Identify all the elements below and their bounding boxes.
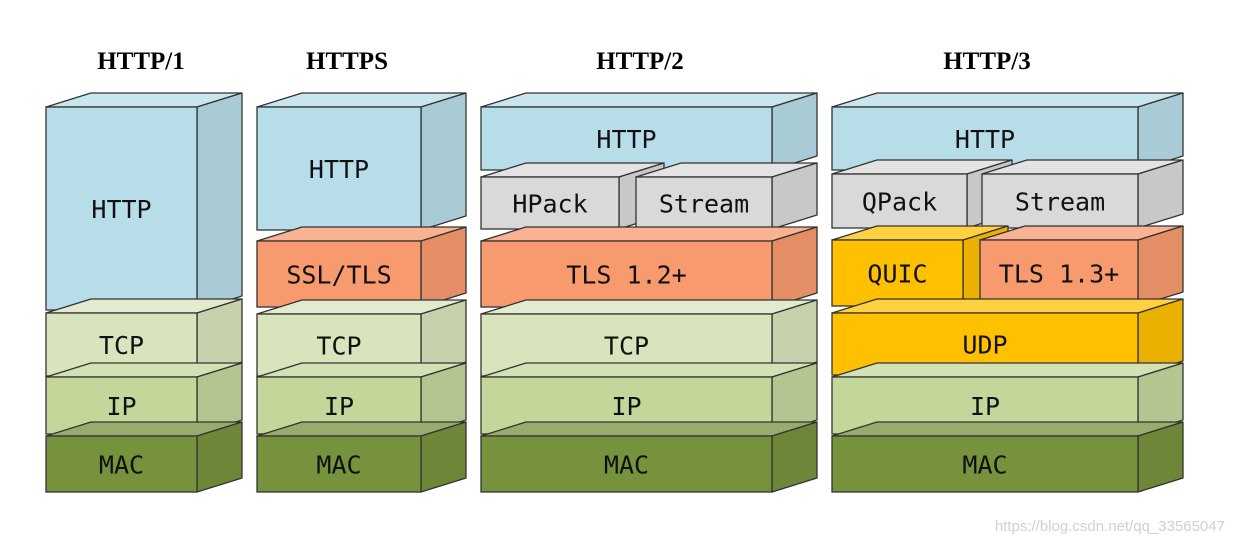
https-layer-http-front-face <box>256 106 422 231</box>
http2-layer-http: HTTP <box>480 92 818 171</box>
http1-layer-http-side-face <box>196 92 243 311</box>
http1-layer-http-label: HTTP <box>91 195 151 224</box>
http3-layer-http-top-face <box>831 92 1184 108</box>
http3-layer-tls-side-face <box>1137 225 1184 307</box>
http3-layer-stream: Stream <box>981 159 1184 229</box>
http3-layer-tls-label: TLS 1.3+ <box>999 260 1119 289</box>
http2-layer-hpack-front-face <box>480 176 620 230</box>
http2-layer-ip-top-face <box>480 362 818 378</box>
http2-layer-stream-label: Stream <box>659 190 749 219</box>
https-layer-mac-front-face <box>256 435 422 493</box>
stack-title-http2: HTTP/2 <box>596 48 684 75</box>
http3-layer-mac-top-face <box>831 421 1184 437</box>
https-layer-ssl-tls-side-face <box>420 226 467 308</box>
http3-layer-stream-front-face <box>981 173 1139 229</box>
http2-layer-mac-top-face <box>480 421 818 437</box>
http3-layer-http: HTTP <box>831 92 1184 171</box>
http1-layer-http-front-face <box>45 106 198 311</box>
http2-layer-ip-label: IP <box>611 392 641 421</box>
http2-layer-tls-label: TLS 1.2+ <box>566 261 686 290</box>
http2-layer-tls-top-face <box>480 226 818 242</box>
https-layer-tcp: TCP <box>256 299 467 377</box>
http3-layer-mac-label: MAC <box>962 451 1007 480</box>
http3-layer-http-side-face <box>1137 92 1184 171</box>
http3-layer-stream-label: Stream <box>1015 188 1105 217</box>
http3-layer-ip-top-face <box>831 362 1184 378</box>
http3-layer-quic-label: QUIC <box>867 260 927 289</box>
https-layer-http-side-face <box>420 92 467 231</box>
http3-layer-qpack-label: QPack <box>862 188 937 217</box>
http1-layer-mac: MAC <box>45 421 243 493</box>
http2-layer-http-label: HTTP <box>596 125 656 154</box>
http1-layer-http: HTTP <box>45 92 243 311</box>
http2-layer-http-side-face <box>771 92 818 171</box>
watermark: https://blog.csdn.net/qq_33565047 <box>994 518 1225 535</box>
https-layer-http-label: HTTP <box>309 155 369 184</box>
https-layer-ssl-tls-label: SSL/TLS <box>286 261 391 290</box>
http2-layer-mac-front-face <box>480 435 773 493</box>
http2-layer-stream-front-face <box>635 176 773 230</box>
http2-layer-tls-side-face <box>771 226 818 308</box>
http2-layer-tls: TLS 1.2+ <box>480 226 818 308</box>
http3-layer-udp-top-face <box>831 298 1184 314</box>
http1-layer-mac-front-face <box>45 435 198 493</box>
http3-layer-http-label: HTTP <box>955 125 1015 154</box>
https-layer-ssl-tls-front-face <box>256 240 422 308</box>
http3-layer-mac-front-face <box>831 435 1139 493</box>
https-layer-ip-label: IP <box>324 392 354 421</box>
https-layer-mac-label: MAC <box>316 451 361 480</box>
http2-layer-mac: MAC <box>480 421 818 493</box>
https-layer-tcp-label: TCP <box>316 332 361 361</box>
http2-layer-hpack-label: HPack <box>512 190 587 219</box>
http3-layer-udp-label: UDP <box>962 331 1007 360</box>
https-layer-ssl-tls: SSL/TLS <box>256 226 467 308</box>
stack-title-http1: HTTP/1 <box>97 48 185 75</box>
http3-layer-tls-front-face <box>979 239 1139 307</box>
https-layer-mac: MAC <box>256 421 467 493</box>
stack-title-https: HTTPS <box>306 48 388 75</box>
http1-layer-mac-label: MAC <box>99 451 144 480</box>
http2-layer-tcp-label: TCP <box>604 332 649 361</box>
https-layer-http: HTTP <box>256 92 467 231</box>
http3-layer-ip-label: IP <box>970 392 1000 421</box>
http2-layer-http-top-face <box>480 92 818 108</box>
http3-layer-mac: MAC <box>831 421 1184 493</box>
http2-layer-tcp-top-face <box>480 299 818 315</box>
http2-layer-mac-label: MAC <box>604 451 649 480</box>
http2-layer-http-front-face <box>480 106 773 171</box>
http3-layer-tls: TLS 1.3+ <box>979 225 1184 307</box>
http1-layer-ip-label: IP <box>106 392 136 421</box>
stack-title-http3: HTTP/3 <box>943 48 1031 75</box>
http2-layer-stream: Stream <box>635 162 818 230</box>
http1-layer-tcp-label: TCP <box>99 331 144 360</box>
